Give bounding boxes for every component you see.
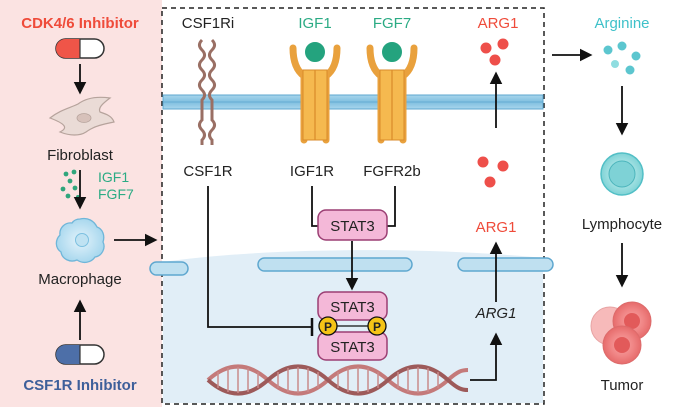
csf1r-receptor-icon	[198, 38, 216, 145]
csf1ri-label: CSF1Ri	[182, 15, 235, 32]
arg1-protein-inner-icon	[477, 156, 509, 188]
igf1-ligand-icon	[303, 40, 327, 64]
stat3-box	[317, 209, 388, 241]
phospho-right-label: P	[373, 320, 381, 334]
macrophage-icon	[55, 217, 105, 264]
cdk46-pill-icon	[55, 38, 105, 59]
arg1-mid-label: ARG1	[476, 219, 517, 236]
lymphocyte-label: Lymphocyte	[582, 216, 662, 233]
stat3-dimer-bottom	[317, 331, 388, 361]
tumor-icon	[590, 301, 652, 365]
secreted-factors-icon	[60, 169, 80, 199]
igf1r-label: IGF1R	[290, 163, 334, 180]
igf1-left-label: IGF1	[98, 169, 129, 185]
stat3-dimer-top	[317, 291, 388, 321]
macrophage-label: Macrophage	[38, 271, 121, 288]
dna-helix-icon	[206, 364, 469, 396]
igf1r-receptor-icon	[289, 44, 341, 144]
igf1-top-label: IGF1	[298, 15, 331, 32]
fgfr2b-label: FGFR2b	[363, 163, 421, 180]
stat3-dimer-top-label: STAT3	[330, 299, 374, 316]
stat3-label: STAT3	[330, 218, 374, 235]
phospho-left-label: P	[324, 320, 332, 334]
lymphocyte-icon	[600, 152, 644, 196]
csf1r-label: CSF1R	[183, 163, 232, 180]
arg1-gene-label: ARG1	[475, 305, 517, 322]
arginine-molecules-icon	[603, 41, 641, 75]
stat3-dimer-bottom-label: STAT3	[330, 339, 374, 356]
tumor-label: Tumor	[601, 377, 644, 394]
arg1-top-label: ARG1	[478, 15, 519, 32]
fibroblast-label: Fibroblast	[47, 147, 114, 164]
fgf7-left-label: FGF7	[98, 186, 134, 202]
fgf7-ligand-icon	[380, 40, 404, 64]
nuclear-membrane-right	[457, 257, 554, 272]
fgf7-top-label: FGF7	[373, 15, 411, 32]
csf1r-inhibitor-label: CSF1R Inhibitor	[23, 377, 136, 394]
phospho-left-icon	[318, 316, 338, 336]
cdk46-inhibitor-label: CDK4/6 Inhibitor	[21, 15, 139, 32]
nuclear-membrane-mid	[257, 257, 413, 272]
arg1-protein-top-icon	[480, 38, 509, 66]
arginine-label: Arginine	[594, 15, 649, 32]
csf1r-pill-icon	[55, 344, 105, 365]
fgfr2b-receptor-icon	[366, 44, 418, 144]
nuclear-membrane-left	[149, 261, 189, 276]
phospho-right-icon	[367, 316, 387, 336]
